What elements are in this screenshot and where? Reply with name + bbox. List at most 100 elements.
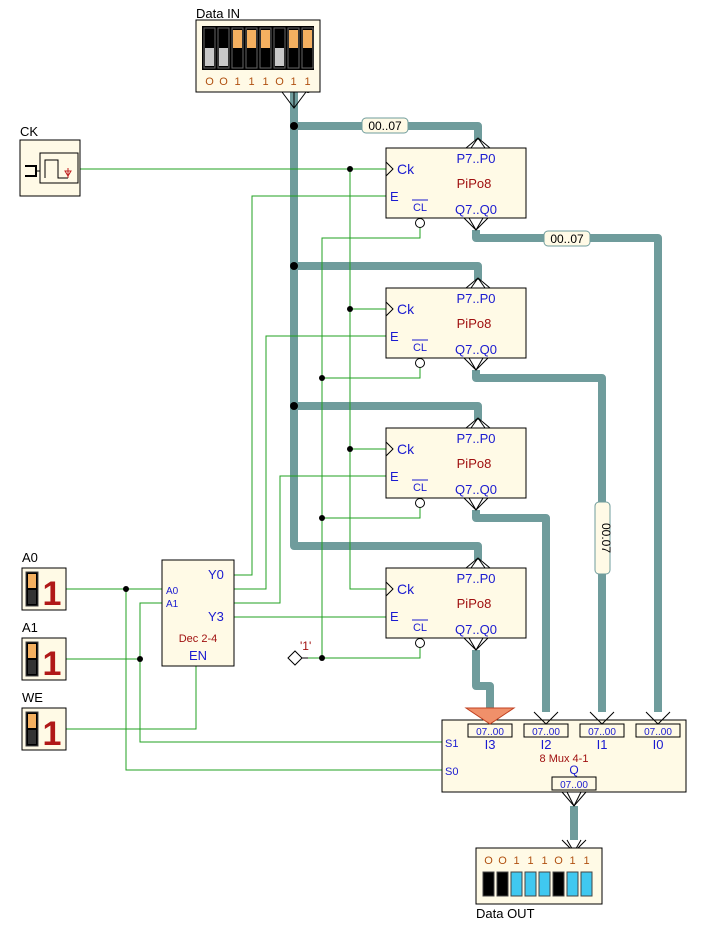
data-out-led-0 bbox=[482, 871, 495, 897]
data-out-bit-5: O bbox=[554, 855, 563, 867]
svg-text:07..00: 07..00 bbox=[532, 727, 560, 738]
register-output-pin: Q7..Q0 bbox=[455, 482, 497, 497]
data-out-bit-2: 1 bbox=[513, 855, 519, 867]
data-out-bit-1: O bbox=[498, 855, 507, 867]
data-out-led-4 bbox=[538, 871, 551, 897]
data-in-switches[interactable] bbox=[203, 27, 314, 69]
register-clear-bubble bbox=[415, 638, 425, 648]
data-in-switch-7[interactable] bbox=[301, 27, 314, 69]
register-name: PiPo8 bbox=[457, 316, 492, 331]
data-out-bit-3: 1 bbox=[527, 855, 533, 867]
data-in-switch-3[interactable] bbox=[245, 27, 258, 69]
data-in-switch-4[interactable] bbox=[259, 27, 272, 69]
register-output-pin: Q7..Q0 bbox=[455, 622, 497, 637]
clock-source[interactable] bbox=[19, 139, 81, 197]
input-switch-a1[interactable]: A1 1 bbox=[21, 620, 67, 683]
register-clear-bubble bbox=[415, 218, 425, 228]
data-in-switch-1[interactable] bbox=[217, 27, 230, 69]
data-in-switch-5[interactable] bbox=[273, 27, 286, 69]
bus-label-vertical: 00.07 bbox=[594, 501, 613, 575]
decoder-y3-pin: Y3 bbox=[208, 609, 224, 624]
data-out-led-6 bbox=[566, 871, 579, 897]
register-name: PiPo8 bbox=[457, 456, 492, 471]
register-enable-pin: E bbox=[390, 189, 399, 204]
data-out-led-2 bbox=[510, 871, 523, 897]
svg-text:00..07: 00..07 bbox=[368, 119, 402, 133]
register-input-pin: P7..P0 bbox=[456, 431, 495, 446]
register-clear-pin: CL bbox=[413, 622, 427, 634]
data-in-bit-4: 1 bbox=[262, 76, 268, 88]
data-in-switch-2[interactable] bbox=[231, 27, 244, 69]
register-clk-pin: Ck bbox=[397, 581, 415, 597]
data-out-led-1 bbox=[496, 871, 509, 897]
register-output-pin: Q7..Q0 bbox=[455, 342, 497, 357]
bus-label-top: 00..07 bbox=[361, 117, 409, 134]
decoder-name: Dec 2-4 bbox=[179, 633, 218, 645]
svg-text:I1: I1 bbox=[597, 737, 608, 752]
data-out-led-7 bbox=[580, 871, 593, 897]
svg-text:00.07: 00.07 bbox=[599, 523, 613, 553]
input-switch-we[interactable]: WE1 bbox=[21, 690, 67, 753]
register-clear-bubble bbox=[415, 498, 425, 508]
mux-q-range: 07..00 bbox=[560, 780, 588, 791]
data-in-bit-5: O bbox=[275, 76, 284, 88]
input-value: 1 bbox=[43, 575, 62, 613]
mux-s0-pin: S0 bbox=[445, 766, 458, 778]
svg-text:07..00: 07..00 bbox=[588, 727, 616, 738]
constant-one-label: '1' bbox=[300, 639, 311, 653]
register-clk-pin: Ck bbox=[397, 161, 415, 177]
svg-text:00..07: 00..07 bbox=[550, 232, 584, 246]
decoder-y0-pin: Y0 bbox=[208, 567, 224, 582]
data-in-switch-6[interactable] bbox=[287, 27, 300, 69]
clock-label: CK bbox=[20, 124, 38, 139]
register-clear-pin: CL bbox=[413, 482, 427, 494]
data-out-bit-0: O bbox=[484, 855, 493, 867]
register-name: PiPo8 bbox=[457, 176, 492, 191]
data-in-bit-2: 1 bbox=[234, 76, 240, 88]
input-label: A1 bbox=[22, 620, 38, 635]
input-value: 1 bbox=[43, 715, 62, 753]
mux-name: 8 Mux 4-1 bbox=[540, 753, 589, 765]
svg-text:I3: I3 bbox=[485, 737, 496, 752]
data-out-bit-6: 1 bbox=[569, 855, 575, 867]
data-in-bit-3: 1 bbox=[248, 76, 254, 88]
mux-q-pin: Q bbox=[569, 763, 578, 777]
register-enable-pin: E bbox=[390, 469, 399, 484]
data-out-leds bbox=[482, 871, 593, 897]
bus-label-out1: 00..07 bbox=[543, 230, 591, 247]
data-in-bit-6: 1 bbox=[290, 76, 296, 88]
data-out-led-5 bbox=[552, 871, 565, 897]
register-input-pin: P7..P0 bbox=[456, 151, 495, 166]
svg-text:I0: I0 bbox=[653, 737, 664, 752]
data-out-led-3 bbox=[524, 871, 537, 897]
junction-dots bbox=[123, 87, 353, 662]
control-wires bbox=[66, 168, 442, 771]
register-name: PiPo8 bbox=[457, 596, 492, 611]
input-switch-a0[interactable]: A01 bbox=[21, 550, 67, 613]
register-input-pin: P7..P0 bbox=[456, 291, 495, 306]
register-clear-bubble bbox=[415, 358, 425, 368]
decoder-dec-2-4: A0 A1 Y0 Y3 Dec 2-4 EN bbox=[161, 559, 235, 667]
data-in-bit-7: 1 bbox=[304, 76, 310, 88]
decoder-a0-pin: A0 bbox=[166, 586, 179, 597]
register-clk-pin: Ck bbox=[397, 301, 415, 317]
svg-text:07..00: 07..00 bbox=[476, 727, 504, 738]
constant-one-source: '1' bbox=[287, 639, 311, 666]
data-in-switch-0[interactable] bbox=[203, 27, 216, 69]
input-value: 1 bbox=[43, 645, 62, 683]
decoder-a1-pin: A1 bbox=[166, 599, 179, 610]
input-label: WE bbox=[22, 690, 43, 705]
register-clk-pin: Ck bbox=[397, 441, 415, 457]
